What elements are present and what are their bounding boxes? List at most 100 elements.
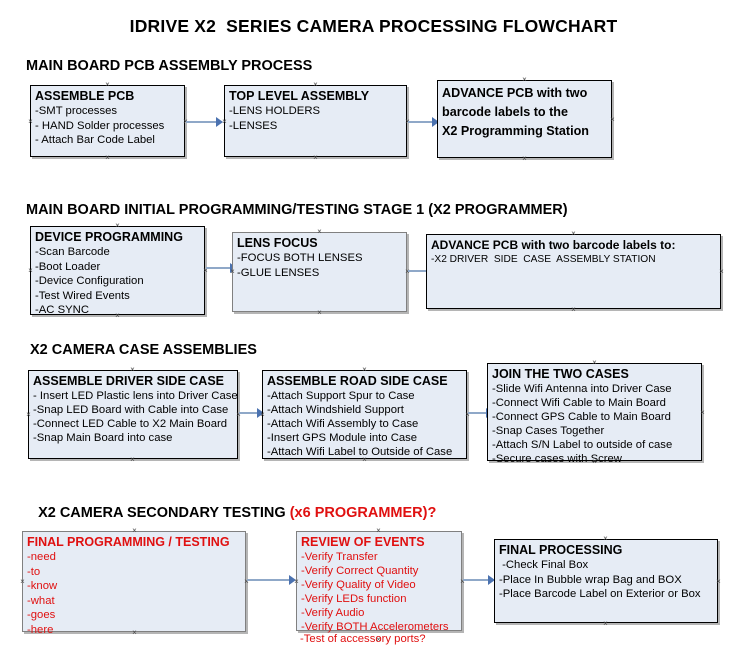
selection-handle[interactable] (361, 456, 368, 463)
connector-arrow (463, 575, 496, 585)
selection-handle[interactable] (375, 636, 382, 643)
selection-handle[interactable] (293, 578, 300, 585)
selection-handle[interactable] (131, 629, 138, 636)
box-title: REVIEW OF EVENTS (301, 535, 425, 549)
flow-box-assemble-pcb[interactable]: ASSEMBLE PCB -SMT processes - HAND Solde… (30, 85, 185, 157)
selection-handle[interactable] (114, 222, 121, 229)
selection-handle[interactable] (464, 411, 471, 418)
selection-handle[interactable] (715, 578, 722, 585)
flow-box-device-programming[interactable]: DEVICE PROGRAMMING -Scan Barcode -Boot L… (30, 226, 205, 317)
selection-handle[interactable] (521, 76, 528, 83)
box-title: TOP LEVEL ASSEMBLY (229, 89, 370, 103)
box-line: -Connect GPS Cable to Main Board (492, 411, 671, 423)
selection-handle[interactable] (591, 458, 598, 465)
box-line: -Place In Bubble wrap Bag and BOX (499, 573, 682, 586)
flow-box-lens-focus[interactable]: LENS FOCUS -FOCUS BOTH LENSES -GLUE LENS… (232, 232, 407, 312)
selection-handle[interactable] (19, 578, 26, 585)
box-line: - Attach Bar Code Label (35, 134, 155, 147)
selection-handle[interactable] (718, 268, 725, 275)
selection-handle[interactable] (375, 527, 382, 534)
flow-box-advance-pcb-driver-side[interactable]: ADVANCE PCB with two barcode labels to: … (426, 234, 721, 309)
selection-handle[interactable] (699, 409, 706, 416)
selection-handle[interactable] (131, 527, 138, 534)
section-heading-2: MAIN BOARD INITIAL PROGRAMMING/TESTING S… (26, 202, 568, 218)
selection-handle[interactable] (104, 81, 111, 88)
connector-arrow (247, 575, 297, 585)
flow-box-join-the-two-cases[interactable]: JOIN THE TWO CASES -Slide Wifi Antenna i… (487, 363, 702, 465)
selection-handle[interactable] (27, 118, 34, 125)
box-line: -need (27, 551, 56, 563)
box-line: -Attach Wifi Assembly to Case (267, 418, 419, 430)
box-line: -Connect Wifi Cable to Main Board (492, 397, 666, 409)
selection-handle[interactable] (602, 535, 609, 542)
selection-handle[interactable] (312, 154, 319, 161)
selection-handle[interactable] (129, 366, 136, 373)
box-line: -Check Final Box (499, 559, 589, 571)
selection-handle[interactable] (591, 359, 598, 366)
selection-handle[interactable] (27, 267, 34, 274)
box-line: -Verify Quality of Video (301, 579, 416, 591)
selection-handle[interactable] (609, 116, 616, 123)
box-line: -AC SYNC (35, 304, 89, 317)
selection-handle[interactable] (521, 155, 528, 162)
box-title: FINAL PROGRAMMING / TESTING (27, 535, 230, 549)
selection-handle[interactable] (570, 230, 577, 237)
connector-arrow (408, 117, 440, 127)
section-heading-1: MAIN BOARD PCB ASSEMBLY PROCESS (26, 58, 313, 74)
box-line: -what (27, 594, 55, 607)
selection-handle[interactable] (316, 228, 323, 235)
flow-box-advance-pcb-station[interactable]: ADVANCE PCB with two barcode labels to t… (437, 80, 612, 158)
box-line: -Verify LEDs function (301, 593, 407, 605)
selection-handle[interactable] (259, 411, 266, 418)
flow-box-top-level-assembly[interactable]: TOP LEVEL ASSEMBLY -LENS HOLDERS -LENSES (224, 85, 407, 157)
selection-handle[interactable] (202, 267, 209, 274)
box-line: - Insert LED Plastic lens into Driver Ca… (33, 390, 238, 402)
selection-handle[interactable] (25, 411, 32, 418)
selection-handle[interactable] (182, 118, 189, 125)
page-title: IDRIVE X2 SERIES CAMERA PROCESSING FLOWC… (129, 16, 618, 36)
section-heading-3: X2 CAMERA CASE ASSEMBLIES (30, 342, 257, 358)
selection-handle[interactable] (229, 268, 236, 275)
selection-handle[interactable] (104, 154, 111, 161)
box-title: JOIN THE TWO CASES (492, 367, 629, 381)
box-title: ASSEMBLE PCB (35, 89, 135, 103)
flow-box-final-programming-testing[interactable]: FINAL PROGRAMMING / TESTING -need -to -k… (22, 531, 246, 636)
box-title: ASSEMBLE ROAD SIDE CASE (267, 374, 448, 388)
selection-handle[interactable] (316, 309, 323, 316)
box-line: -Connect LED Cable to X2 Main Board (33, 418, 228, 430)
box-line: -Snap Main Board into case (33, 432, 173, 444)
selection-handle[interactable] (404, 268, 411, 275)
section-heading-4-accent: (x6 PROGRAMMER)? (289, 505, 437, 521)
box-title: LENS FOCUS (237, 236, 318, 250)
flow-box-assemble-road-side-case[interactable]: ASSEMBLE ROAD SIDE CASE -Attach Support … (262, 370, 467, 459)
box-title: ASSEMBLE DRIVER SIDE CASE (33, 374, 225, 388)
box-line: -Attach Windshield Support (267, 404, 404, 416)
selection-handle[interactable] (114, 312, 121, 319)
box-title: ADVANCE PCB with two barcode labels to: (431, 238, 676, 252)
box-title: DEVICE PROGRAMMING (35, 230, 183, 244)
section-heading-4-text: X2 CAMERA SECONDARY TESTING (38, 505, 290, 521)
box-line: -X2 DRIVER SIDE CASE ASSEMBLY STATION (431, 254, 656, 265)
selection-handle[interactable] (404, 118, 411, 125)
box-line: -Verify Correct Quantity (301, 565, 419, 577)
box-line: -LENSES (229, 119, 278, 132)
flow-box-final-processing[interactable]: FINAL PROCESSING -Check Final Box -Place… (494, 539, 718, 623)
selection-handle[interactable] (459, 578, 466, 585)
box-title: FINAL PROCESSING (499, 543, 623, 557)
box-line: -Scan Barcode (35, 246, 110, 258)
selection-handle[interactable] (235, 411, 242, 418)
selection-handle[interactable] (129, 456, 136, 463)
box-line: -Snap Cases Together (492, 425, 605, 437)
box-line: -to (27, 565, 41, 578)
selection-handle[interactable] (570, 306, 577, 313)
box-line: -SMT processes (35, 105, 118, 117)
selection-handle[interactable] (243, 578, 250, 585)
selection-handle[interactable] (361, 366, 368, 373)
flow-box-review-of-events[interactable]: REVIEW OF EVENTS -Verify Transfer -Verif… (296, 531, 462, 633)
box-line: -Verify Audio (301, 607, 365, 619)
box-line: -Test Wired Events (35, 289, 130, 302)
selection-handle[interactable] (221, 118, 228, 125)
selection-handle[interactable] (602, 620, 609, 627)
flow-box-assemble-driver-side-case[interactable]: ASSEMBLE DRIVER SIDE CASE - Insert LED P… (28, 370, 238, 459)
selection-handle[interactable] (312, 81, 319, 88)
